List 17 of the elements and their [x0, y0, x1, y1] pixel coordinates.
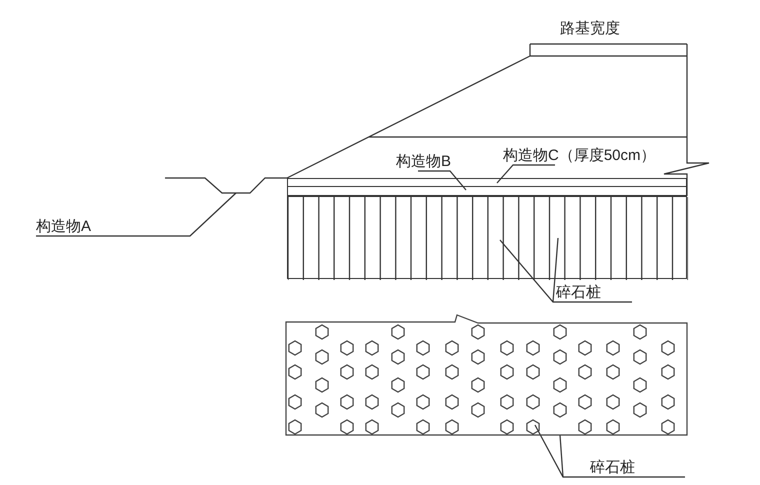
- leader-line: [552, 238, 559, 303]
- callout-label: 构造物C（厚度50cm）: [503, 147, 656, 165]
- callout-label: 碎石桩: [590, 459, 635, 477]
- leader-line: [534, 424, 685, 478]
- dimension-label: 路基宽度: [560, 20, 620, 38]
- gravel-pile-section-drawing: [287, 196, 687, 279]
- soil-layer-band: [287, 178, 687, 187]
- callout-label: 构造物B: [396, 153, 452, 171]
- soil-layer-band: [287, 186, 687, 196]
- leader-line: [496, 164, 555, 184]
- leader-line: [418, 170, 466, 190]
- callout-label: 构造物A: [36, 218, 92, 236]
- callout-label: 碎石桩: [556, 284, 601, 302]
- leader-line: [500, 240, 632, 303]
- leader-line: [559, 434, 564, 478]
- leader-line: [36, 192, 236, 237]
- pile-plan-drawing: [285, 314, 688, 436]
